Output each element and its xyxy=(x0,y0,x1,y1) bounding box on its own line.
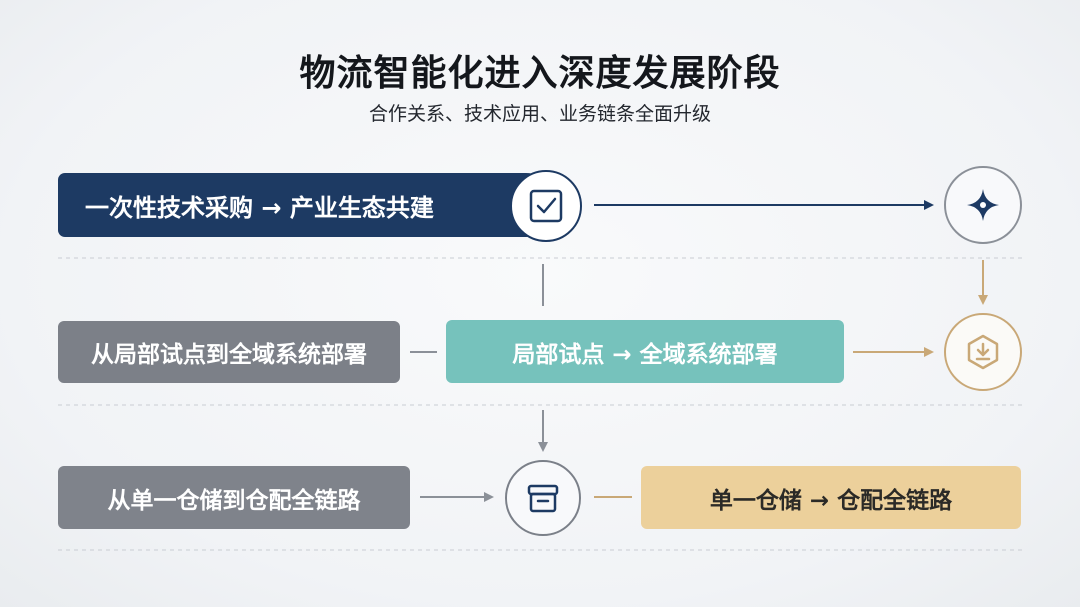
check-document-icon xyxy=(510,170,582,242)
stage-bar-chain-label: 从单一仓储到仓配全链路 xyxy=(58,466,410,529)
stage-bar-chain: 单一仓储 → 仓配全链路 xyxy=(641,466,1021,529)
page-subtitle: 合作关系、技术应用、业务链条全面升级 xyxy=(368,103,711,125)
stage-bar-deployment: 局部试点 → 全域系统部署 xyxy=(446,320,844,383)
page-title: 物流智能化进入深度发展阶段 xyxy=(299,53,781,94)
sparkle-cross-icon xyxy=(944,166,1022,244)
hexagon-download-icon xyxy=(944,313,1022,391)
stage-bar-deployment-label: 从局部试点到全域系统部署 xyxy=(58,321,400,383)
storage-box-icon xyxy=(505,460,581,536)
stage-bar-ecosystem: 一次性技术采购 → 产业生态共建 xyxy=(58,173,558,237)
